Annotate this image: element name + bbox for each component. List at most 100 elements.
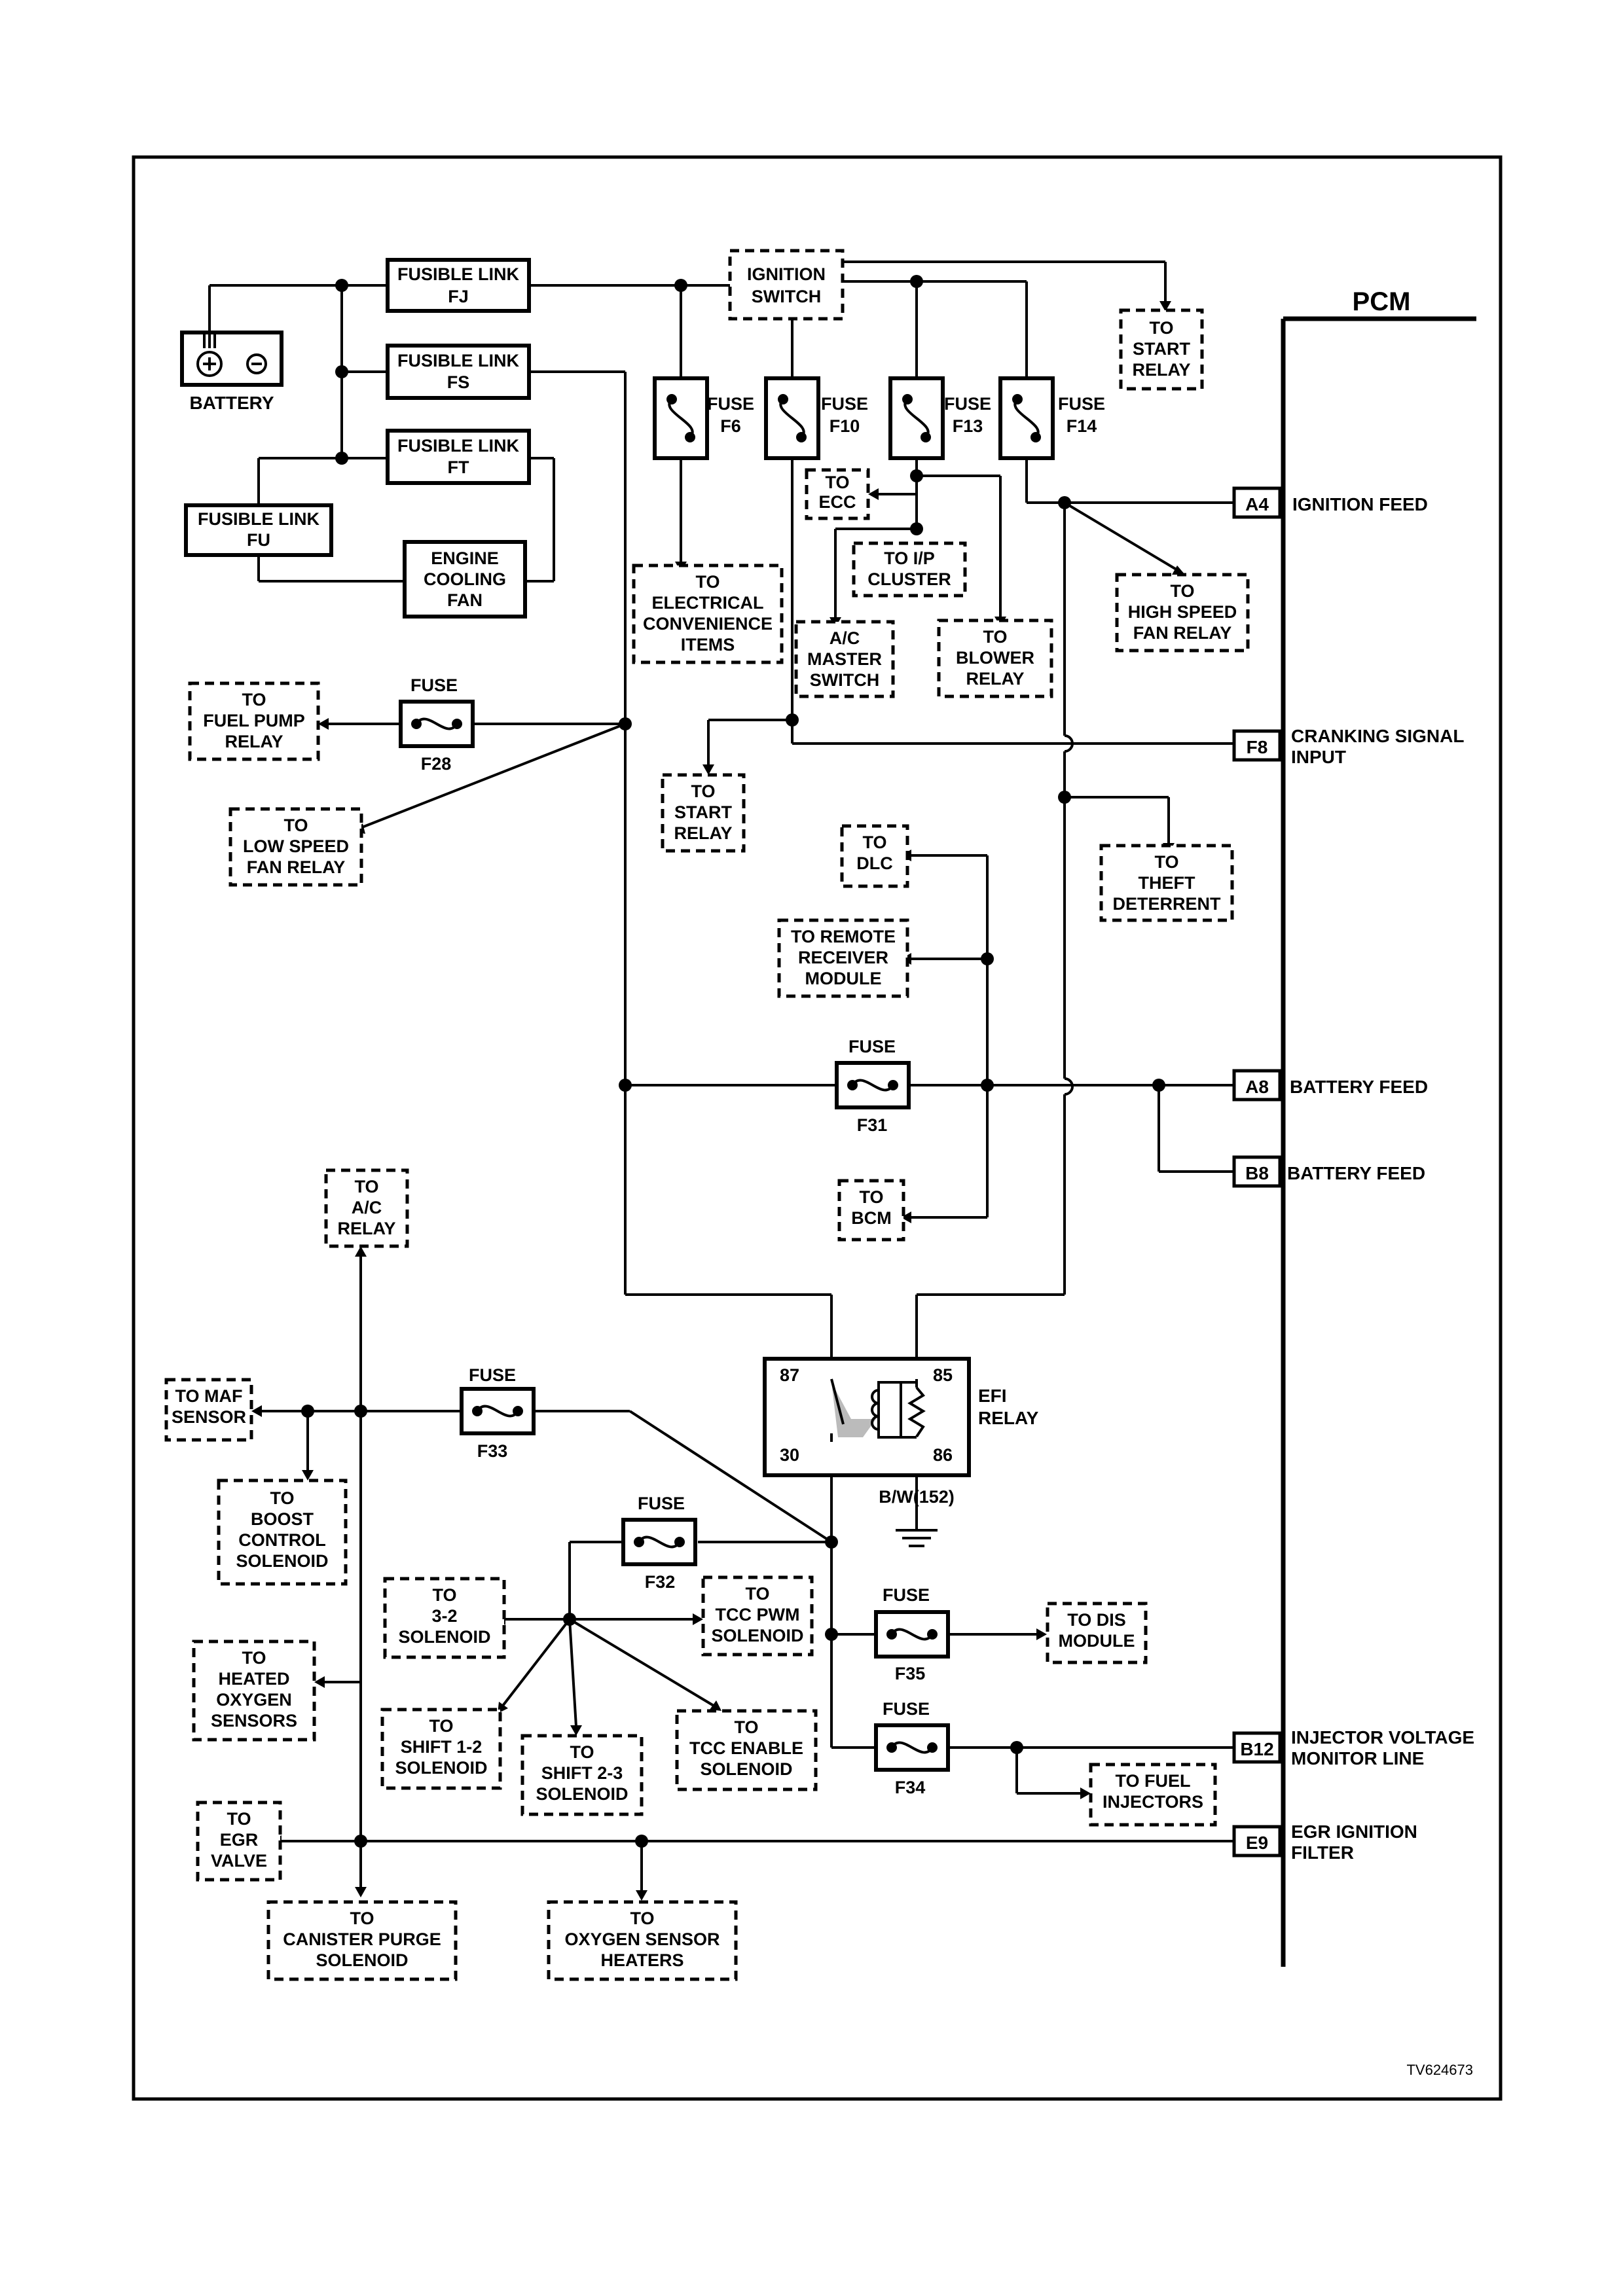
svg-text:TO: TO: [695, 572, 720, 592]
fuse-f31-id: F31: [857, 1115, 888, 1135]
svg-text:BATTERY FEED: BATTERY FEED: [1290, 1077, 1428, 1097]
fuse-f33: FUSE F33: [460, 1365, 536, 1461]
destination-shift-2-3: TO SHIFT 2-3 SOLENOID: [520, 1734, 644, 1816]
arrowhead-icon: [251, 1405, 262, 1417]
svg-text:HEATED: HEATED: [218, 1669, 289, 1689]
svg-text:RECEIVER: RECEIVER: [798, 948, 888, 967]
fuse-f13: FUSE F13: [888, 376, 991, 460]
fuse-f14-label: FUSE: [1058, 394, 1105, 414]
svg-text:INJECTOR VOLTAGE: INJECTOR VOLTAGE: [1291, 1727, 1474, 1748]
junctions: [301, 275, 1165, 1848]
fuse-f28-label: FUSE: [410, 675, 458, 695]
fusible-link-fj-id: FJ: [448, 287, 469, 306]
fuse-f13-id: F13: [953, 416, 983, 436]
destination-shift-1-2: TO SHIFT 1-2 SOLENOID: [380, 1708, 502, 1790]
svg-text:CRANKING SIGNAL: CRANKING SIGNAL: [1291, 726, 1464, 746]
svg-text:TO: TO: [242, 1648, 266, 1668]
fuse-f35-id: F35: [895, 1664, 926, 1683]
diagram-frame: [132, 155, 1503, 2101]
fuse-f31: FUSE F31: [835, 1037, 911, 1135]
svg-text:DETERRENT: DETERRENT: [1112, 894, 1221, 914]
svg-text:IGNITION FEED: IGNITION FEED: [1292, 494, 1428, 514]
svg-text:SOLENOID: SOLENOID: [536, 1784, 628, 1804]
svg-text:RELAY: RELAY: [1132, 360, 1190, 380]
svg-text:DLC: DLC: [856, 853, 893, 873]
pcm-pin-a4: A4 IGNITION FEED: [1232, 486, 1428, 519]
svg-text:ITEMS: ITEMS: [681, 635, 735, 655]
battery-label: BATTERY: [189, 393, 274, 413]
fuse-f31-label: FUSE: [848, 1037, 896, 1056]
svg-text:TO: TO: [1149, 318, 1173, 338]
svg-text:FILTER: FILTER: [1291, 1842, 1354, 1863]
fusible-link-ft: FUSIBLE LINK FT: [386, 429, 531, 485]
svg-text:TO: TO: [1154, 852, 1178, 872]
svg-text:TO: TO: [630, 1909, 654, 1928]
svg-text:START: START: [1133, 339, 1190, 359]
svg-text:ELECTRICAL: ELECTRICAL: [652, 593, 764, 613]
destination-ac-relay: TO A/C RELAY: [324, 1168, 409, 1248]
svg-text:TO: TO: [745, 1584, 769, 1604]
svg-text:MONITOR LINE: MONITOR LINE: [1291, 1748, 1424, 1768]
svg-text:RELAY: RELAY: [225, 732, 283, 751]
svg-text:TO: TO: [350, 1909, 374, 1928]
svg-text:MODULE: MODULE: [805, 969, 882, 988]
svg-text:CANISTER PURGE: CANISTER PURGE: [283, 1929, 441, 1949]
svg-text:BATTERY FEED: BATTERY FEED: [1287, 1163, 1425, 1183]
pcm-label: PCM: [1353, 287, 1411, 316]
destination-solenoid-3-2: TO 3-2 SOLENOID: [383, 1577, 506, 1659]
destination-dis-module: TO DIS MODULE: [1046, 1602, 1148, 1664]
svg-text:OXYGEN SENSOR: OXYGEN SENSOR: [564, 1929, 720, 1949]
svg-text:SENSOR: SENSOR: [172, 1407, 246, 1427]
svg-text:RELAY: RELAY: [966, 669, 1024, 689]
svg-text:A/C: A/C: [830, 628, 860, 648]
destination-blower-relay: TO BLOWER RELAY: [937, 619, 1053, 698]
svg-text:TO REMOTE: TO REMOTE: [791, 927, 896, 946]
svg-text:TO: TO: [432, 1585, 456, 1605]
engine-cooling-fan-line-3: FAN: [447, 590, 483, 610]
arrowhead-icon: [1036, 1628, 1047, 1640]
destination-canister-purge: TO CANISTER PURGE SOLENOID: [266, 1900, 458, 1981]
fuse-f32: FUSE F32: [621, 1494, 697, 1592]
svg-text:TO: TO: [691, 781, 715, 801]
fuse-f6: FUSE F6: [653, 376, 754, 460]
svg-text:MODULE: MODULE: [1059, 1631, 1135, 1651]
fuse-f34: FUSE F34: [874, 1699, 950, 1797]
svg-text:SOLENOID: SOLENOID: [398, 1627, 490, 1647]
pcm-pin-b8: B8 BATTERY FEED: [1232, 1155, 1425, 1188]
svg-text:TO MAF: TO MAF: [175, 1386, 243, 1406]
destination-fuel-injectors: TO FUEL INJECTORS: [1089, 1763, 1217, 1827]
destination-high-speed-fan-relay: TO HIGH SPEED FAN RELAY: [1115, 573, 1250, 653]
fuse-f32-id: F32: [645, 1572, 676, 1592]
arrowheads: [251, 301, 1185, 1901]
svg-text:MASTER: MASTER: [807, 649, 882, 669]
svg-text:SWITCH: SWITCH: [810, 670, 879, 690]
svg-text:BCM: BCM: [851, 1208, 892, 1228]
destination-tcc-enable: TO TCC ENABLE SOLENOID: [675, 1709, 818, 1791]
fuse-f28-id: F28: [421, 754, 452, 774]
figure-id: TV624673: [1406, 2062, 1473, 2078]
pcm-pin-e9: E9 EGR IGNITION FILTER: [1232, 1821, 1417, 1863]
pcm-pin-f8: F8 CRANKING SIGNAL INPUT: [1232, 726, 1464, 767]
svg-text:TO: TO: [242, 690, 266, 709]
fuse-f33-id: F33: [477, 1441, 508, 1461]
destination-theft-deterrent: TO THEFT DETERRENT: [1099, 844, 1234, 922]
fusible-link-fs: FUSIBLE LINK FS: [386, 344, 531, 400]
destination-fuel-pump-relay: TO FUEL PUMP RELAY: [188, 681, 320, 761]
svg-text:RELAY: RELAY: [674, 823, 732, 843]
svg-text:EGR IGNITION: EGR IGNITION: [1291, 1821, 1417, 1842]
destination-maf-sensor: TO MAF SENSOR: [164, 1378, 253, 1442]
svg-text:3-2: 3-2: [431, 1606, 457, 1626]
fuse-f14-id: F14: [1067, 416, 1097, 436]
destination-start-relay-1: TO START RELAY: [1119, 308, 1204, 391]
svg-text:E9: E9: [1246, 1833, 1268, 1853]
efi-relay-terminal-87: 87: [780, 1365, 799, 1385]
arrowhead-icon: [570, 1725, 582, 1736]
destination-oxygen-sensor-heaters: TO OXYGEN SENSOR HEATERS: [547, 1900, 738, 1981]
svg-text:TO: TO: [429, 1716, 453, 1736]
svg-text:CONVENIENCE: CONVENIENCE: [643, 614, 773, 634]
arrowhead-icon: [355, 1246, 367, 1257]
fusible-link-fs-label: FUSIBLE LINK: [397, 351, 519, 370]
fuse-f28: FUSE F28: [399, 675, 475, 774]
destination-boost-control: TO BOOST CONTROL SOLENOID: [217, 1479, 348, 1586]
